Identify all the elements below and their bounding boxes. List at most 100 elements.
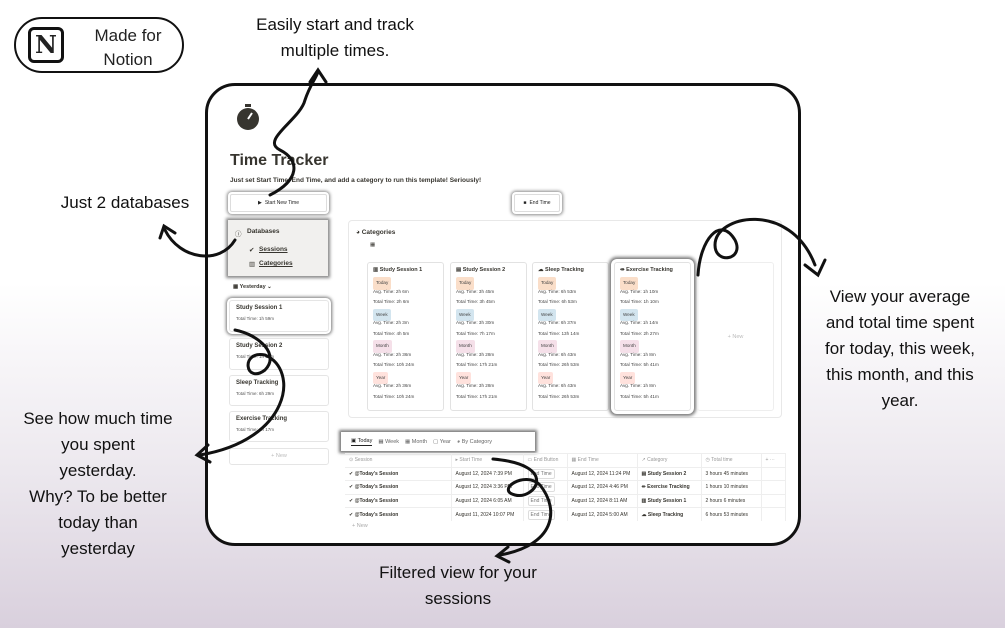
categories-link[interactable]: Categories [259, 260, 293, 267]
add-column-button[interactable]: + ⋯ [761, 453, 786, 467]
col-category[interactable]: ↗ Category [637, 453, 702, 467]
session-cell[interactable]: ✔ @Today's Session [345, 493, 452, 508]
card-title: ▤ Study Session 2 [456, 267, 521, 273]
empty-cell [761, 507, 786, 521]
start-time-cell[interactable]: August 12, 2024 3:36 PM [451, 480, 524, 494]
end-time-row-button[interactable]: End Time [527, 468, 555, 479]
card-title: ▥ Study Session 1 [373, 267, 438, 273]
total-time: Total Time: 2h 6m [373, 299, 410, 304]
end-time-cell[interactable]: August 12, 2024 5:00 AM [567, 507, 638, 521]
tab-year[interactable]: ▢ Year [433, 438, 451, 445]
tab-month[interactable]: ▦ Month [405, 438, 428, 445]
end-time-button[interactable]: ■End Time [514, 194, 560, 212]
category-link[interactable]: Study Session 1 [647, 497, 687, 504]
card-value: Total Time: 1h 59m [236, 316, 275, 321]
tab-by-category[interactable]: ◕ By Category [456, 438, 492, 445]
category-link[interactable]: Study Session 2 [647, 470, 687, 477]
annotation-top: Easily start and track multiple times. [215, 12, 455, 64]
category-icon: ☁ [641, 511, 647, 518]
end-time-cell[interactable]: August 12, 2024 4:46 PM [567, 480, 638, 494]
avg-time: Avg. Time: 1h 10m [620, 288, 659, 294]
end-time-cell[interactable]: August 12, 2024 8:11 AM [567, 493, 638, 508]
card-name: Study Session 1 [236, 305, 283, 311]
start-time-cell[interactable]: August 12, 2024 6:05 AM [451, 493, 524, 508]
tab-week[interactable]: ▦ Week [378, 438, 400, 445]
categories-heading: ◕ Categories [356, 229, 396, 236]
view-label: Yesterday [239, 284, 266, 290]
header-label: Category [647, 457, 668, 464]
avg-time: Avg. Time: 6h 43m [538, 383, 577, 388]
category-cell[interactable]: ⇹ Exercise Tracking [637, 480, 702, 494]
period-tag: Today [373, 277, 392, 290]
category-icon: ▤ [641, 470, 647, 477]
period-tag: Year [373, 371, 389, 384]
table-row[interactable]: ✔ @Today's Session August 12, 2024 7:39 … [345, 466, 786, 481]
period-tag: Week [456, 308, 474, 321]
button-label: Start New Time [264, 200, 300, 206]
info-icon: ⓘ [235, 231, 242, 238]
category-cell[interactable]: ▥ Study Session 1 [637, 493, 702, 508]
category-cell[interactable]: ▤ Study Session 2 [637, 466, 702, 481]
new-row-button[interactable]: + New [352, 523, 368, 529]
new-category-button[interactable]: + New [697, 262, 774, 411]
sessions-link[interactable]: Sessions [259, 246, 288, 253]
col-end-button[interactable]: ▭ End Button [523, 453, 568, 467]
category-icon: ▥ [641, 497, 647, 504]
button-label: End Time [529, 200, 551, 206]
end-button-cell: End Time [523, 466, 568, 481]
session-cell[interactable]: ✔ @Today's Session [345, 480, 452, 494]
session-cell[interactable]: ✔ @Today's Session [345, 466, 452, 481]
table-row[interactable]: ✔ @Today's Session August 12, 2024 3:36 … [345, 480, 786, 494]
total-time-cell: 1 hours 10 minutes [701, 480, 762, 494]
period-tag: Month [373, 340, 392, 353]
new-card-button[interactable]: + New [229, 448, 329, 465]
col-total-time[interactable]: ◷ Total time [701, 453, 762, 467]
end-time-cell[interactable]: August 12, 2024 11:24 PM [567, 466, 638, 481]
yesterday-card[interactable]: Study Session 1 Total Time: 1h 59m [229, 300, 329, 332]
end-time-row-button[interactable]: End Time [527, 509, 555, 520]
col-session[interactable]: ⊙ Session [345, 453, 452, 467]
gallery-view-icon[interactable]: ▦ [370, 242, 376, 248]
avg-time: Avg. Time: 2h 36m [373, 383, 412, 388]
table-row[interactable]: ✔ @Today's Session August 12, 2024 6:05 … [345, 493, 786, 508]
avg-time: Avg. Time: 2h 36m [373, 351, 412, 357]
view-tabs: ▣ Today ▦ Week ▦ Month ▢ Year ◕ By Categ… [341, 432, 535, 451]
session-cell[interactable]: ✔ @Today's Session [345, 507, 452, 521]
card-title: ⇹ Exercise Tracking [620, 267, 685, 273]
card-title: ☁ Sleep Tracking [538, 267, 603, 273]
table-header: ⊙ Session ▸ Start Time ▭ End Button ▦ En… [345, 453, 786, 467]
card-name: Exercise Tracking [236, 416, 288, 422]
databases-callout: ⓘ Databases ✔ Sessions ▥ Categories [228, 220, 328, 276]
annotation-line: you spent [61, 435, 135, 454]
period-tag: Week [620, 308, 638, 321]
end-time-row-button[interactable]: End Time [527, 495, 555, 506]
databases-title: Databases [247, 228, 280, 235]
category-cell[interactable]: ☁ Sleep Tracking [637, 507, 702, 521]
yesterday-view-tab[interactable]: ▦ Yesterday ⌄ [233, 284, 272, 290]
col-start-time[interactable]: ▸ Start Time [451, 453, 524, 467]
table-row[interactable]: ✔ @Today's Session August 11, 2024 10:07… [345, 507, 786, 521]
category-link[interactable]: Exercise Tracking [647, 484, 690, 491]
col-end-time[interactable]: ▦ End Time [567, 453, 638, 467]
start-new-time-button[interactable]: ▶Start New Time [230, 194, 327, 212]
check-icon: ✔ [249, 247, 255, 254]
empty-cell [761, 466, 786, 481]
book-icon: ▥ [373, 267, 379, 273]
arrow-top [268, 70, 320, 197]
session-name: @Today's Session [354, 484, 399, 491]
arrowhead-icon [803, 258, 827, 278]
start-time-cell[interactable]: August 12, 2024 7:39 PM [451, 466, 524, 481]
made-for-notion-badge: N Made for Notion [14, 17, 184, 73]
total-time: Total Time: 26h 53m [538, 362, 580, 367]
start-time-cell[interactable]: August 11, 2024 10:07 PM [451, 507, 524, 521]
period-tag: Year [456, 371, 472, 384]
session-name: @Today's Session [354, 511, 399, 518]
tab-today[interactable]: ▣ Today [351, 437, 373, 446]
category-link[interactable]: Sleep Tracking [647, 511, 684, 518]
